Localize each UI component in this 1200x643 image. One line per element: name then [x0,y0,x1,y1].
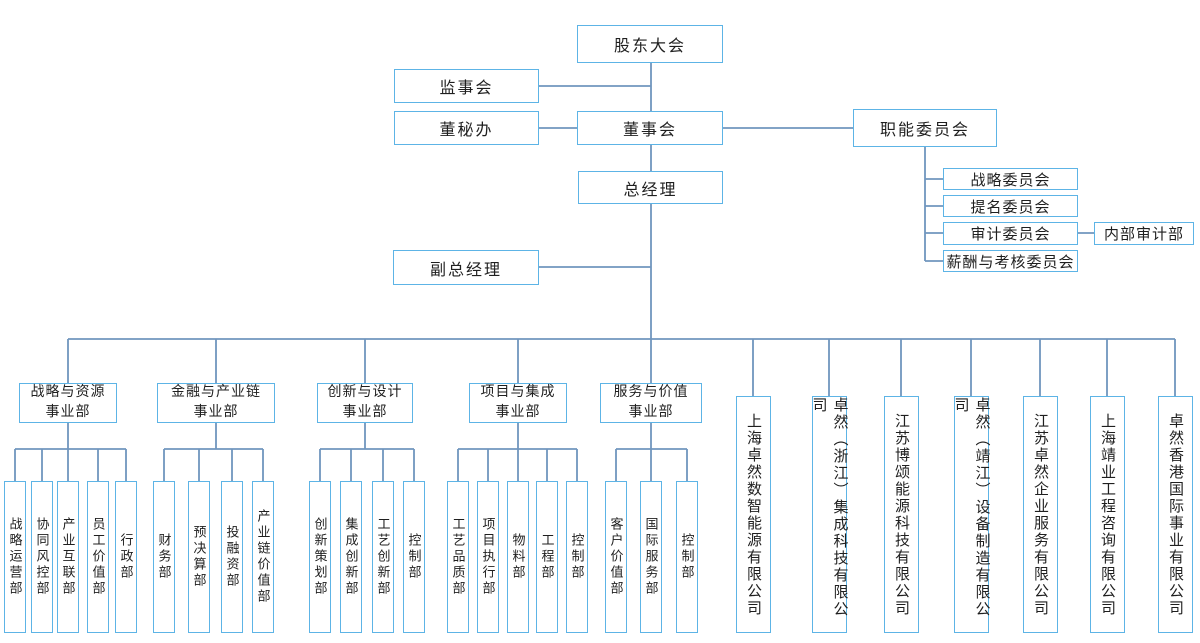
node-general-manager: 总经理 [578,171,723,204]
node-audit-committee: 审计委员会 [943,222,1078,245]
node-strategy-committee: 战略委员会 [943,168,1078,190]
node-shareholders-meeting: 股东大会 [577,25,723,63]
department-node: 产业互联部 [57,481,79,633]
company-node: 卓然（靖江）设备制造有限公司 [953,396,990,633]
department-node: 控制部 [566,481,588,633]
node-compensation-committee: 薪酬与考核委员会 [943,250,1078,272]
department-node: 协同风控部 [31,481,53,633]
division-node-service-value: 服务与价值 事业部 [600,383,702,423]
department-node: 集成创新部 [340,481,362,633]
node-board-secretary-office: 董秘办 [394,111,539,145]
department-node: 工艺品质部 [447,481,469,633]
department-node: 产业链价值部 [252,481,274,633]
department-node: 创新策划部 [309,481,331,633]
division-node-finance-industry-chain: 金融与产业链 事业部 [157,383,275,423]
node-internal-audit-dept: 内部审计部 [1094,222,1194,245]
company-node: 卓然香港国际事业有限公司 [1158,396,1193,633]
department-node: 项目执行部 [477,481,499,633]
division-node-project-integration: 项目与集成 事业部 [469,383,567,423]
division-node-strategy-resources: 战略与资源 事业部 [19,383,117,423]
company-node: 上海靖业工程咨询有限公司 [1090,396,1125,633]
department-node: 战略运营部 [4,481,26,633]
department-node: 控制部 [676,481,698,633]
department-node: 工程部 [536,481,558,633]
division-node-innovation-design: 创新与设计 事业部 [317,383,413,423]
department-node: 员工价值部 [87,481,109,633]
node-functional-committees: 职能委员会 [853,109,997,147]
node-board-of-directors: 董事会 [577,111,723,145]
company-node: 江苏卓然企业服务有限公司 [1023,396,1058,633]
department-node: 工艺创新部 [372,481,394,633]
node-supervisory-board: 监事会 [394,69,539,103]
department-node: 客户价值部 [605,481,627,633]
node-deputy-general-manager: 副总经理 [393,250,539,285]
department-node: 财务部 [153,481,175,633]
department-node: 预决算部 [188,481,210,633]
company-node: 江苏博颂能源科技有限公司 [884,396,919,633]
department-node: 行政部 [115,481,137,633]
department-node: 国际服务部 [640,481,662,633]
department-node: 物料部 [507,481,529,633]
company-node: 卓然（浙江）集成科技有限公司 [811,396,848,633]
department-node: 控制部 [403,481,425,633]
node-nomination-committee: 提名委员会 [943,195,1078,217]
department-node: 投融资部 [221,481,243,633]
company-node: 上海卓然数智能源有限公司 [736,396,771,633]
